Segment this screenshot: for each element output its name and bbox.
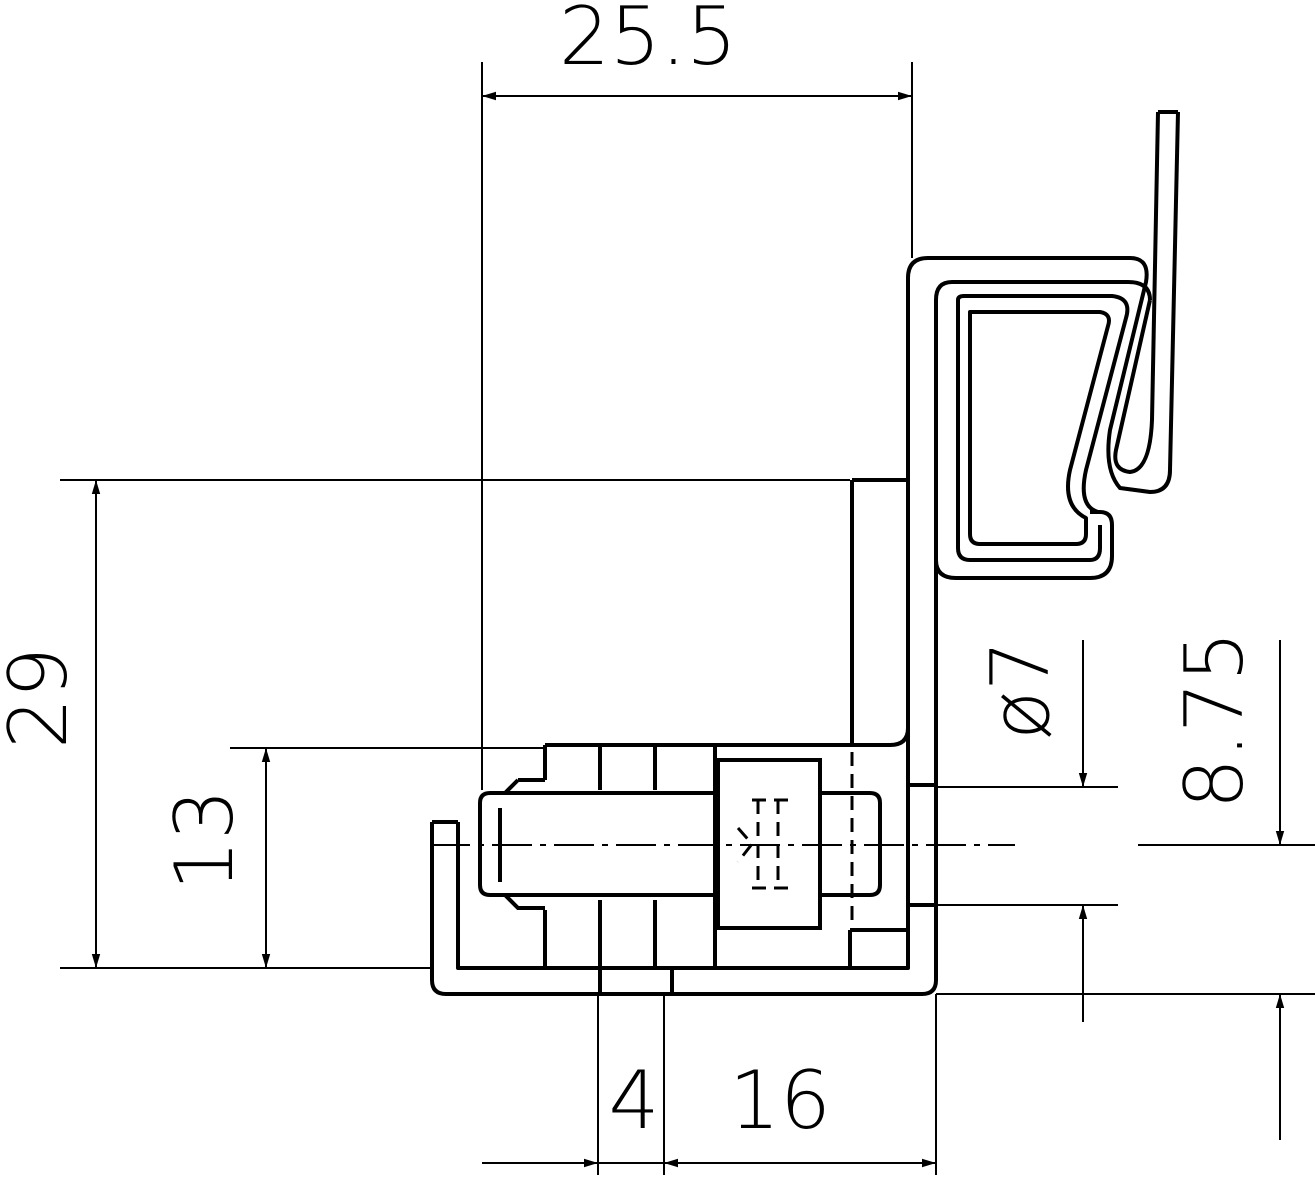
hidden-lines — [736, 752, 854, 930]
dim-height-left: 29 — [0, 647, 85, 749]
dim-bolt-diameter: ø7 — [974, 640, 1067, 740]
fixture-block — [543, 478, 936, 994]
dim-width-top: 25.5 — [559, 0, 737, 83]
extension-lines — [60, 62, 1315, 1175]
dim-height-inner: 13 — [158, 789, 251, 891]
dim-base-width: 16 — [729, 1054, 831, 1147]
dim-slot-width: 4 — [609, 1054, 660, 1147]
dimension-lines — [91, 91, 1285, 1168]
profile-bracket — [430, 110, 1180, 996]
dim-bolt-offset: 8.75 — [1168, 631, 1261, 809]
